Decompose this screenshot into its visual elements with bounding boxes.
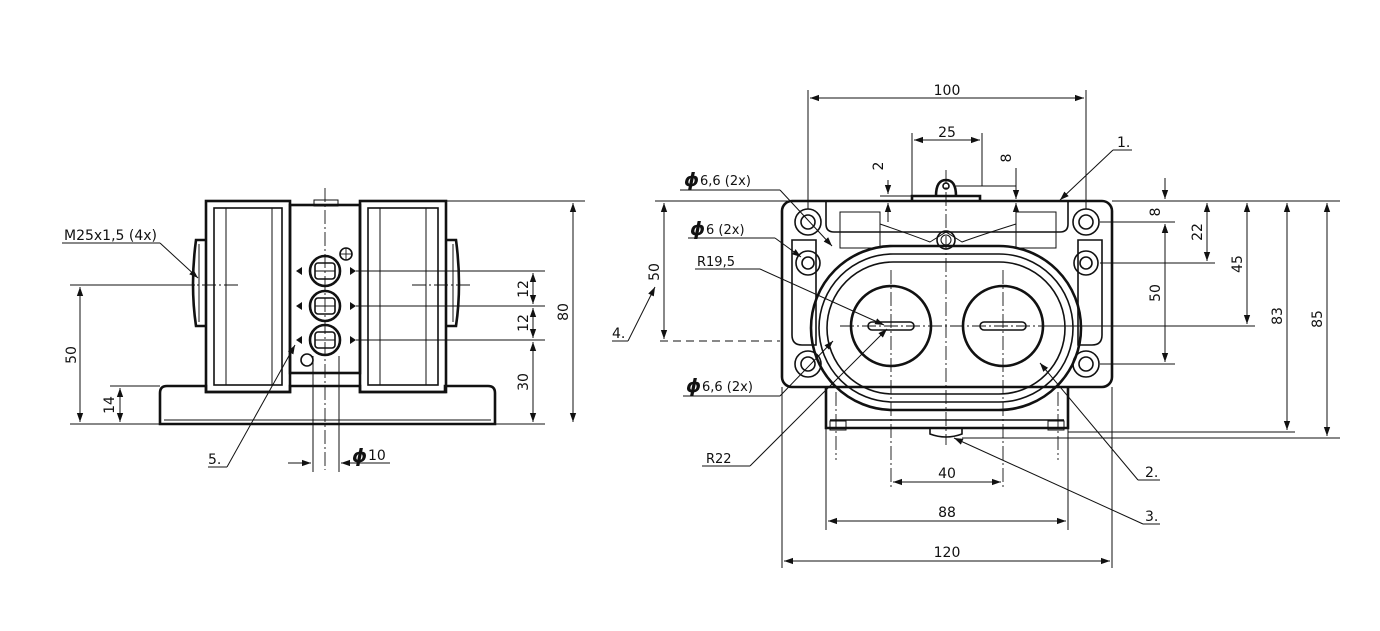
dim-2: 2 <box>871 162 887 171</box>
dim-100: 100 <box>934 83 961 99</box>
dim-25: 25 <box>938 125 956 141</box>
dim-80: 80 <box>556 303 572 321</box>
diameter-symbol-10: ϕ <box>352 445 367 467</box>
dim-120: 120 <box>934 545 961 561</box>
front-view <box>612 90 1340 568</box>
callout-2: 2. <box>1145 465 1158 481</box>
dim-50-front-left: 50 <box>647 263 663 281</box>
hole-label-66-top: 6,6 (2x) <box>700 174 751 189</box>
dim-85: 85 <box>1310 310 1326 328</box>
diameter-symbol-6: ϕ <box>690 218 705 240</box>
dim-40: 40 <box>938 466 956 482</box>
callout-3: 3. <box>1145 509 1158 525</box>
callout-1: 1. <box>1117 135 1130 151</box>
dim-14: 14 <box>102 396 118 414</box>
dim-83: 83 <box>1270 307 1286 325</box>
dim-8: 8 <box>1148 208 1164 217</box>
dim-50-right: 50 <box>1148 284 1164 302</box>
radius-label-22: R22 <box>706 452 732 467</box>
hole-label-6: 6 (2x) <box>706 223 745 238</box>
dim-12-upper: 12 <box>516 280 532 298</box>
dim-12-lower: 12 <box>516 314 532 332</box>
dim-30: 30 <box>516 373 532 391</box>
side-view <box>62 188 585 472</box>
dim-phi-10: 10 <box>368 448 386 464</box>
dim-22: 22 <box>1190 223 1206 241</box>
dim-8-top: 8 <box>999 154 1015 163</box>
dim-88: 88 <box>938 505 956 521</box>
hole-label-66-bottom: 6,6 (2x) <box>702 380 753 395</box>
dim-50-left: 50 <box>64 346 80 364</box>
diameter-symbol-66-bottom: ϕ <box>686 375 701 397</box>
callout-4: 4. <box>612 326 625 342</box>
diameter-symbol-66-top: ϕ <box>684 169 699 191</box>
radius-label-195: R19,5 <box>697 255 735 270</box>
thread-label: M25x1,5 (4x) <box>64 228 157 244</box>
callout-5: 5. <box>208 452 221 468</box>
dim-45: 45 <box>1230 255 1246 273</box>
